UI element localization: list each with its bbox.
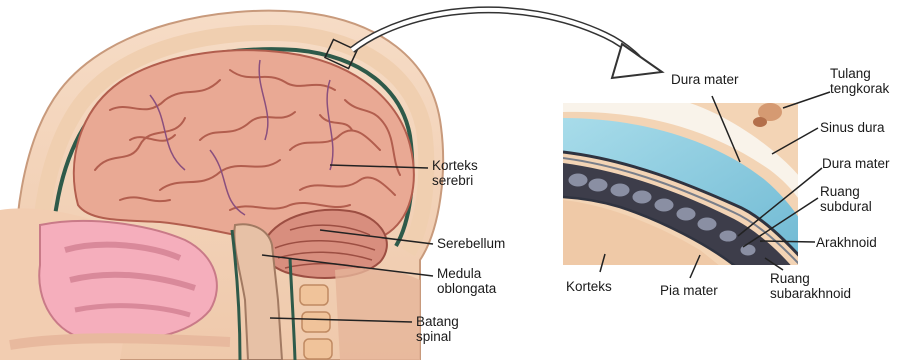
- meninges-inset: [563, 92, 830, 278]
- label-korteks: Korteks: [566, 279, 612, 294]
- label-pia-mater: Pia mater: [660, 283, 718, 298]
- arrow-head: [612, 44, 662, 78]
- label-serebellum: Serebellum: [437, 236, 505, 251]
- label-ruang-subarakhnoid: Ruang subarakhnoid: [770, 271, 851, 301]
- neck-muscle: [335, 268, 420, 360]
- label-dura-mater-top: Dura mater: [671, 72, 739, 87]
- sinus-hole-2: [753, 117, 767, 127]
- label-batang-spinal: Batang spinal: [416, 314, 459, 344]
- head-cross-section: [0, 11, 443, 360]
- label-ruang-subdural: Ruang subdural: [820, 184, 872, 214]
- vertebrae: [300, 285, 332, 359]
- label-medula-oblongata: Medula oblongata: [437, 266, 496, 296]
- label-sinus-dura: Sinus dura: [820, 120, 885, 135]
- label-dura-mater: Dura mater: [822, 156, 890, 171]
- label-tulang-tengkorak: Tulang tengkorak: [830, 66, 889, 96]
- label-arakhnoid: Arakhnoid: [816, 235, 877, 250]
- label-korteks-serebri: Korteks serebri: [432, 158, 478, 188]
